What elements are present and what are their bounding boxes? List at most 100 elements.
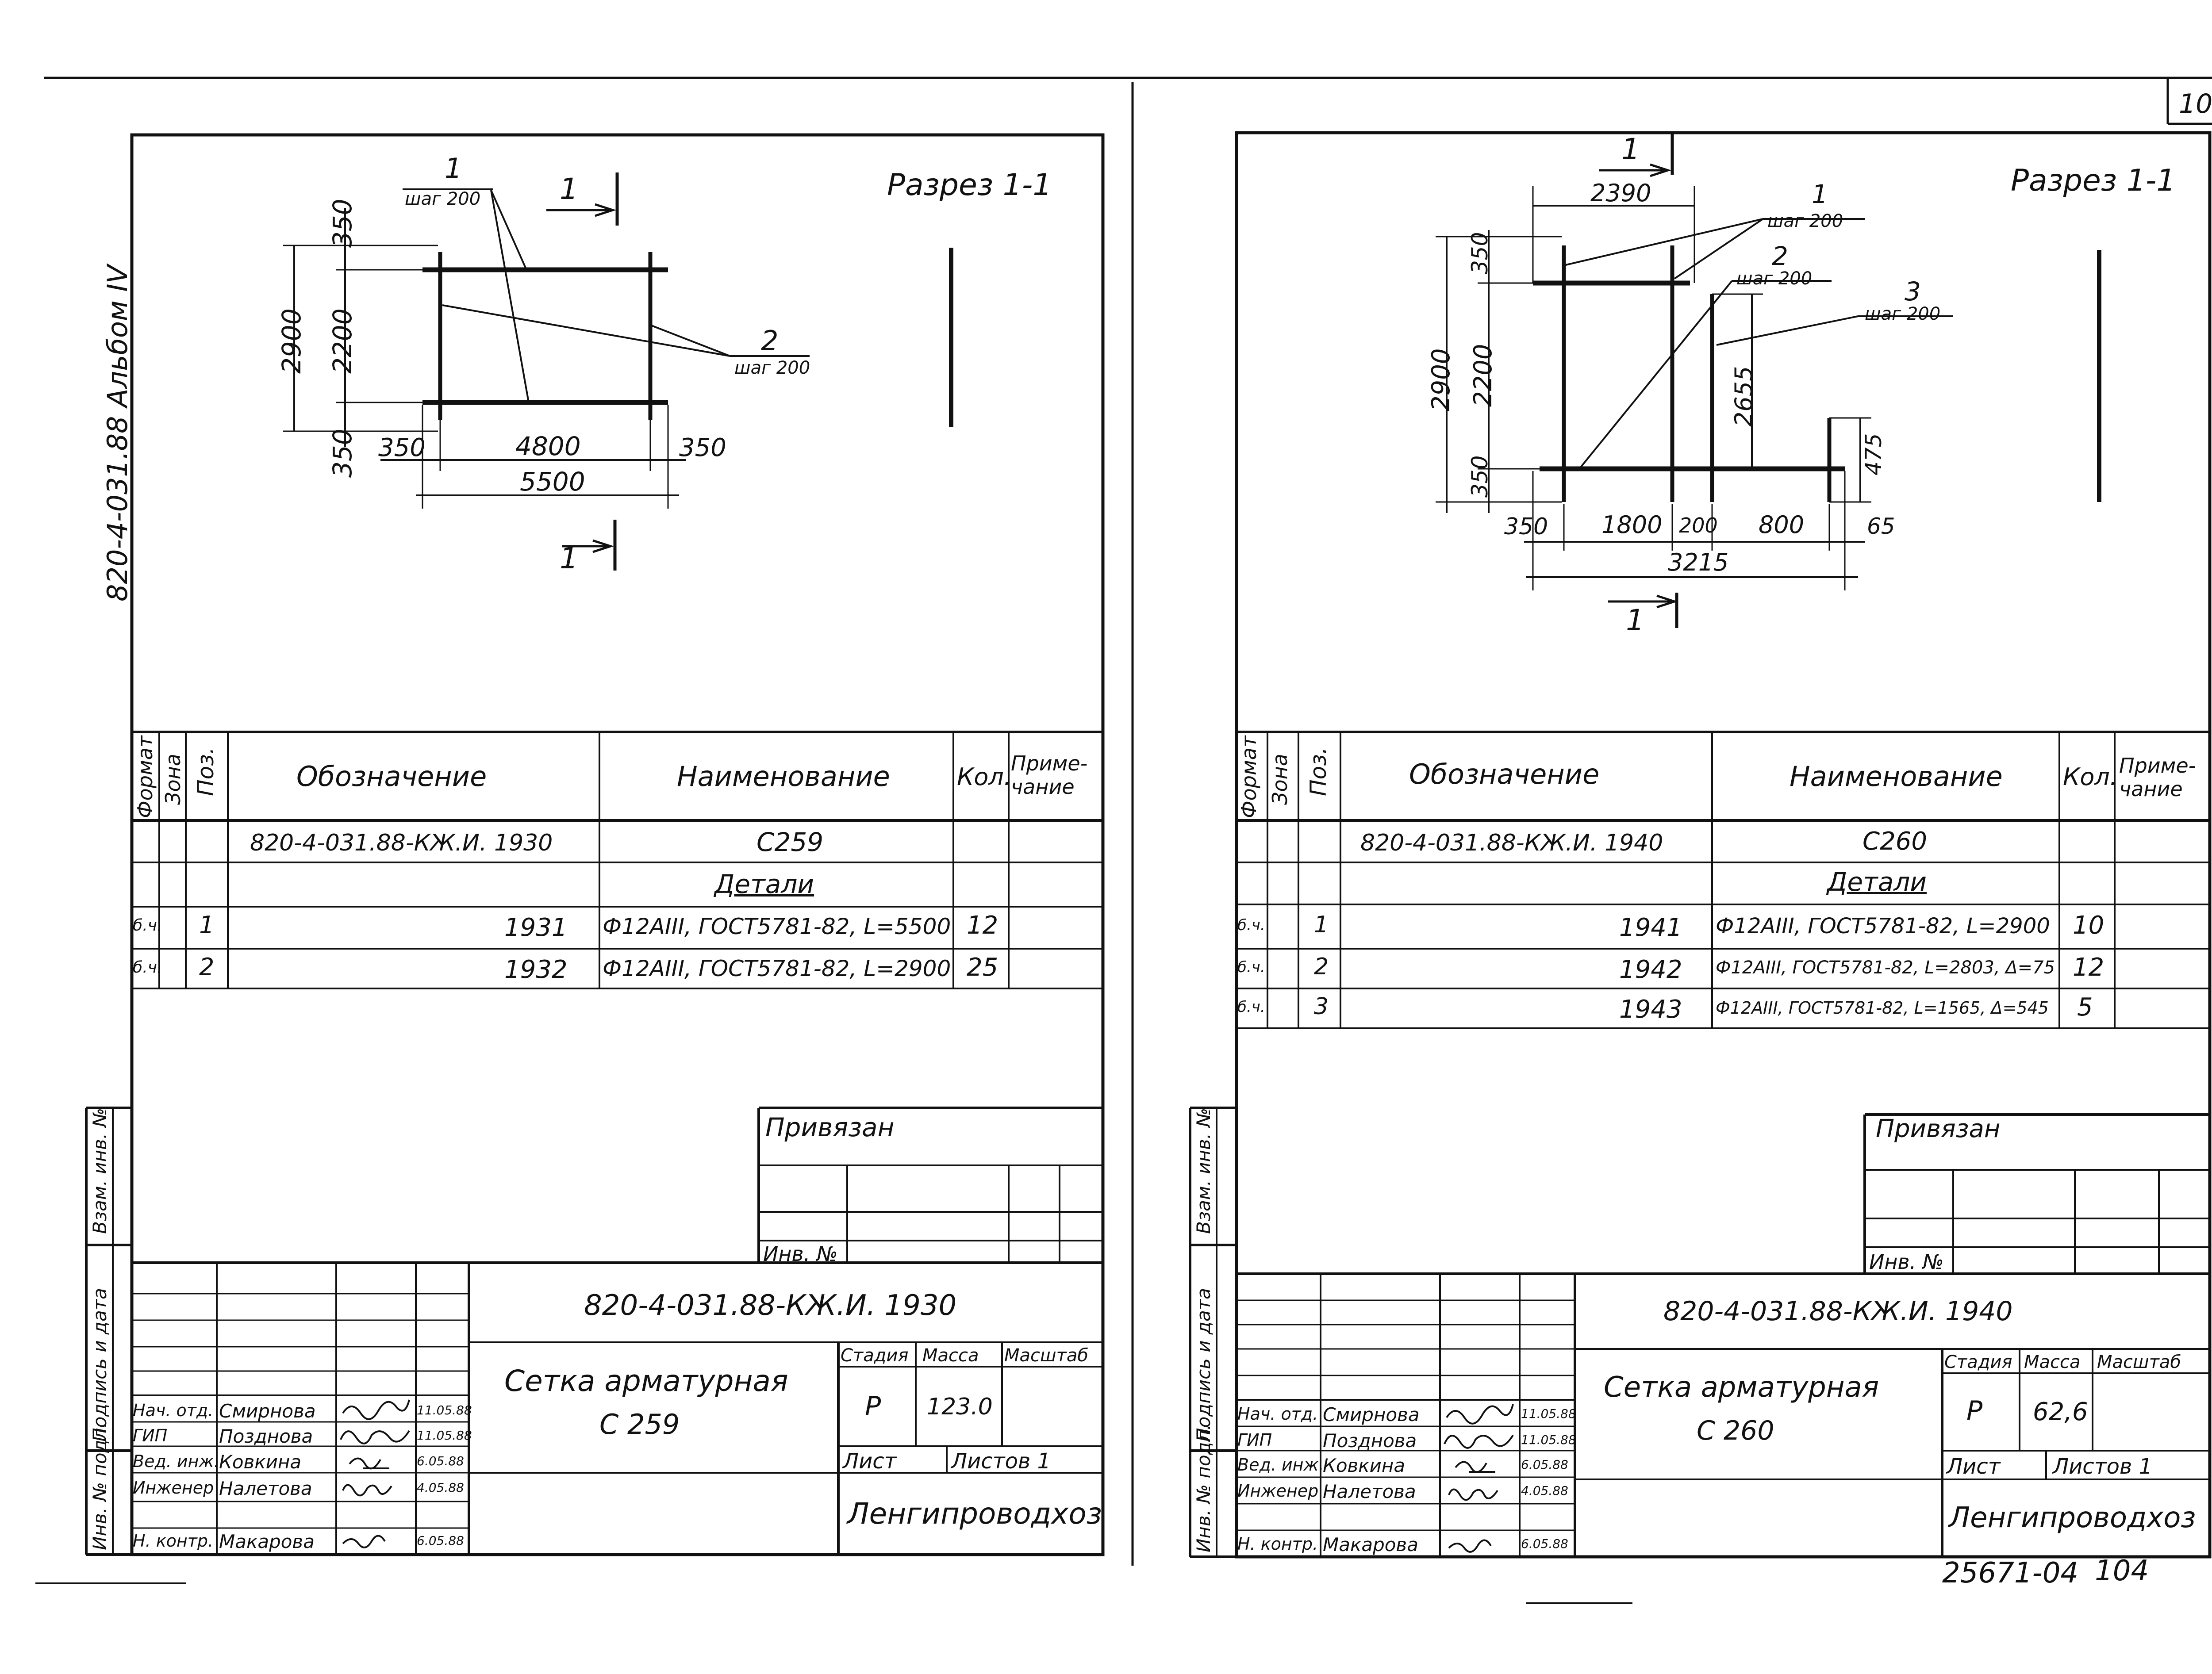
left-signer-1-name: Позднова	[219, 1425, 313, 1447]
left-signer-2-role: Вед. инж.	[133, 1452, 219, 1471]
left-row-3-designation: 1932	[504, 955, 568, 984]
left-title-2: С 259	[599, 1408, 680, 1440]
right-mass: 62,6	[2033, 1398, 2088, 1426]
right-row-4-format: б.ч.	[1237, 998, 1265, 1016]
right-doc-code: 820-4-031.88-КЖ.И. 1940	[1663, 1296, 2013, 1327]
left-signer-2-name: Ковкина	[219, 1451, 302, 1473]
left-row-2-name: Ф12АIII, ГОСТ5781-82, L=5500	[603, 914, 951, 939]
right-dim-65: 65	[1867, 513, 1895, 539]
left-row-0-name: С259	[757, 827, 824, 857]
left-row-0-designation: 820-4-031.88-КЖ.И. 1930	[250, 830, 553, 856]
page-number-bottom: 104	[2095, 1555, 2149, 1587]
page-number-top: 103	[2179, 88, 2212, 119]
left-side-podpis: Подпись и дата	[89, 1288, 111, 1442]
left-signer-4-date: 6.05.88	[417, 1533, 464, 1548]
right-signer-1-date: 11.05.88	[1521, 1433, 1576, 1447]
right-row-2-pos: 1	[1314, 912, 1329, 938]
left-dim-2200: 2200	[327, 308, 357, 374]
right-dim-1800: 1800	[1601, 511, 1663, 539]
left-dim-4800: 4800	[515, 431, 581, 461]
right-row-2-qty: 10	[2073, 911, 2104, 940]
right-scale-label: Масштаб	[2097, 1352, 2181, 1372]
right-section-mark-bottom: 1	[1626, 603, 1644, 637]
left-callout-2-step: шаг 200	[734, 358, 810, 378]
right-signer-2-role: Вед. инж.	[1237, 1455, 1324, 1475]
right-row-4-pos: 3	[1314, 993, 1329, 1020]
left-signer-1-date: 11.05.88	[417, 1428, 472, 1443]
right-dim-3215: 3215	[1668, 548, 1729, 576]
left-sheets-label: Листов 1	[951, 1449, 1051, 1474]
right-callout-3-step: шаг 200	[1865, 304, 1941, 324]
right-signer-2-name: Ковкина	[1323, 1455, 1406, 1476]
right-signer-1-role: ГИП	[1237, 1430, 1272, 1450]
left-scale-label: Масштаб	[1004, 1345, 1089, 1366]
right-row-2-name: Ф12АIII, ГОСТ5781-82, L=2900	[1716, 914, 2050, 939]
right-dim-200: 200	[1679, 513, 1718, 537]
left-dim-350-bottom: 350	[327, 429, 357, 478]
album-side-label: 820-4-031.88 Альбом IV	[101, 264, 134, 601]
right-dim-800: 800	[1759, 511, 1805, 539]
left-signer-1-role: ГИП	[133, 1426, 168, 1445]
left-row-2-pos: 1	[199, 911, 215, 939]
left-mass: 123.0	[927, 1394, 993, 1420]
right-stage-label: Стадия	[1944, 1352, 2012, 1372]
right-mass-label: Масса	[2024, 1352, 2081, 1372]
left-signer-4-name: Макарова	[219, 1531, 315, 1552]
left-signer-3-role: Инженер	[133, 1478, 214, 1498]
right-th-pos: Поз.	[1306, 747, 1331, 796]
left-signer-2-date: 6.05.88	[417, 1454, 464, 1468]
left-th-pos: Поз.	[193, 747, 219, 796]
archive-number: 25671-04	[1942, 1557, 2079, 1590]
left-side-inv-podl: Инв. № подл.	[89, 1422, 111, 1550]
left-sheet-label: Лист	[843, 1449, 897, 1474]
right-inv-no: Инв. №	[1869, 1250, 1944, 1274]
right-dim-350-bottom: 350	[1467, 455, 1493, 498]
left-mass-label: Масса	[922, 1345, 979, 1366]
left-th-format: Формат	[133, 735, 157, 818]
right-th-zone: Зона	[1268, 754, 1292, 805]
left-th-qty: Кол.	[957, 763, 1012, 791]
right-row-4-qty: 5	[2077, 993, 2093, 1022]
right-signer-1-name: Позднова	[1323, 1430, 1417, 1452]
right-side-inv-podl: Инв. № подл.	[1193, 1424, 1214, 1552]
left-row-1-name: Детали	[714, 869, 814, 899]
right-dim-2390: 2390	[1590, 179, 1651, 207]
left-th-note: Приме- чание	[1011, 751, 1088, 799]
left-row-2-format: б.ч.	[133, 916, 162, 935]
left-dim-2900: 2900	[276, 308, 307, 374]
right-dim-2200: 2200	[1469, 344, 1498, 407]
right-side-podpis: Подпись и дата	[1193, 1288, 1214, 1442]
right-callout-1-pos: 1	[1812, 179, 1828, 209]
left-signer-3-date: 4.05.88	[417, 1480, 464, 1495]
left-th-name: Наименование	[677, 760, 890, 793]
left-row-3-format: б.ч.	[133, 958, 162, 977]
left-callout-1-pos: 1	[445, 152, 462, 184]
right-sheets-label: Листов 1	[2053, 1454, 2153, 1479]
left-privyazan: Привязан	[765, 1112, 895, 1142]
right-signer-3-name: Налетова	[1323, 1481, 1416, 1502]
right-signer-0-date: 11.05.88	[1521, 1406, 1576, 1421]
right-row-3-qty: 12	[2073, 953, 2104, 982]
right-section-title: Разрез 1-1	[2011, 163, 2176, 198]
right-dim-2900: 2900	[1427, 348, 1455, 411]
right-row-3-designation: 1942	[1619, 955, 1682, 984]
right-callout-2-pos: 2	[1772, 241, 1788, 271]
right-row-0-designation: 820-4-031.88-КЖ.И. 1940	[1360, 830, 1663, 856]
left-th-designation: Обозначение	[296, 760, 487, 793]
right-signer-4-date: 6.05.88	[1521, 1536, 1568, 1551]
right-th-qty: Кол.	[2063, 763, 2118, 791]
left-row-3-name: Ф12АIII, ГОСТ5781-82, L=2900	[603, 956, 951, 981]
right-row-3-name: Ф12АIII, ГОСТ5781-82, L=2803, Δ=75	[1716, 958, 2055, 978]
left-row-2-designation: 1931	[504, 913, 568, 942]
left-section-mark-bottom: 1	[560, 541, 578, 575]
right-dim-350: 350	[1504, 513, 1548, 540]
left-org: Ленгипроводхоз	[847, 1497, 1102, 1531]
left-doc-code: 820-4-031.88-КЖ.И. 1930	[584, 1289, 957, 1322]
right-dim-475: 475	[1861, 433, 1886, 475]
right-row-3-format: б.ч.	[1237, 958, 1265, 976]
right-signer-4-name: Макарова	[1323, 1534, 1418, 1555]
right-dim-350-top: 350	[1467, 232, 1493, 274]
right-dim-2655: 2655	[1730, 366, 1758, 427]
right-th-note: Приме- чание	[2119, 754, 2196, 801]
left-th-zone: Зона	[161, 754, 185, 805]
